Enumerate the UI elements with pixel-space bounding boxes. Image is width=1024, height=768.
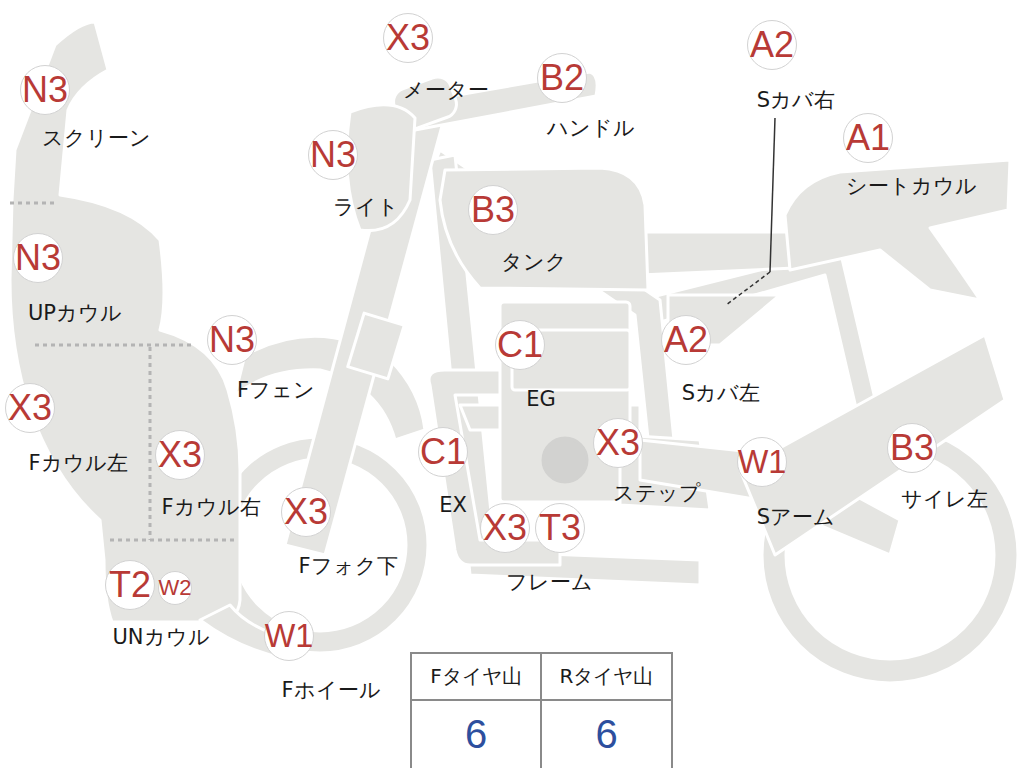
part-label: タンク xyxy=(501,251,567,274)
callout-code: N3 xyxy=(310,137,356,173)
callout-circle: T3フレーム xyxy=(535,503,585,553)
callout-circle: W2 xyxy=(158,571,192,605)
callout-code: X3 xyxy=(596,425,640,461)
callout-code: B3 xyxy=(471,192,515,228)
table-header: Fタイヤ山 xyxy=(412,654,540,699)
callout-circle: X3Fカウル左 xyxy=(5,383,55,433)
callout-code: C1 xyxy=(420,434,466,470)
callout-circle: X3ステップ xyxy=(593,418,643,468)
part-label: ハンドル xyxy=(547,117,635,140)
part-label: Sカバ左 xyxy=(682,382,760,405)
part-label: Sカバ右 xyxy=(757,89,835,112)
callout-code: T3 xyxy=(539,510,581,546)
callout-circle: A1シートカウル xyxy=(843,113,893,163)
callout-code: W2 xyxy=(159,577,192,599)
callout-code: X3 xyxy=(8,390,52,426)
callout-code: B2 xyxy=(540,60,584,96)
callout-circle: W1Fホイール xyxy=(264,611,314,661)
callout-circle: W1Sアーム xyxy=(737,437,787,487)
callout-circle: X3 xyxy=(480,503,530,553)
part-label: スクリーン xyxy=(42,127,151,150)
callout-code: W1 xyxy=(265,620,314,652)
callout-circle: X3メーター xyxy=(383,13,433,63)
part-label: Fフェン xyxy=(237,379,315,402)
callout-circle: C1EX xyxy=(418,427,468,477)
callout-code: T2 xyxy=(109,567,151,603)
callout-circle: A2Sカバ右 xyxy=(747,20,797,70)
callout-circle: A2Sカバ左 xyxy=(661,315,711,365)
callout-circle: N3UPカウル xyxy=(13,233,63,283)
callout-circle: X3Fフォク下 xyxy=(281,487,331,537)
callout-code: N3 xyxy=(22,72,68,108)
callout-circle: N3スクリーン xyxy=(20,65,70,115)
part-label: Sアーム xyxy=(757,506,835,529)
callout-code: C1 xyxy=(497,327,543,363)
callout-circle: N3Fフェン xyxy=(207,315,257,365)
part-label: Fホイール xyxy=(281,679,380,702)
part-label: EX xyxy=(439,494,467,517)
part-label: Fフォク下 xyxy=(298,555,397,578)
callout-code: A1 xyxy=(846,120,890,156)
callout-circle: T2UNカウル xyxy=(105,560,155,610)
part-label: メーター xyxy=(403,79,489,102)
callout-circle: B3タンク xyxy=(468,185,518,235)
callout-code: B3 xyxy=(890,430,934,466)
part-label: EG xyxy=(526,388,556,411)
callout-code: X3 xyxy=(386,20,430,56)
part-label: ステップ xyxy=(613,482,701,505)
part-label: ライト xyxy=(333,196,399,219)
callout-circle: X3Fカウル右 xyxy=(155,430,205,480)
callout-code: W1 xyxy=(738,446,787,478)
callout-code: X3 xyxy=(284,494,328,530)
part-label: UNカウル xyxy=(112,626,209,649)
callout-code: N3 xyxy=(209,322,255,358)
callout-code: X3 xyxy=(483,510,527,546)
callout-code: N3 xyxy=(15,240,61,276)
part-label: Fカウル左 xyxy=(28,452,127,475)
callout-circle: C1EG xyxy=(495,320,545,370)
part-label: Fカウル右 xyxy=(161,496,260,519)
table-value: 6 xyxy=(542,701,671,768)
callout-code: A2 xyxy=(750,27,794,63)
part-label: フレーム xyxy=(506,571,593,594)
table-value: 6 xyxy=(412,701,540,768)
table-header: Rタイヤ山 xyxy=(542,654,671,699)
part-label: シートカウル xyxy=(846,175,977,198)
callout-code: A2 xyxy=(664,322,708,358)
part-label: UPカウル xyxy=(28,302,122,325)
callout-circle: B2ハンドル xyxy=(537,53,587,103)
callout-circle: N3ライト xyxy=(308,130,358,180)
callout-circle: B3サイレ左 xyxy=(887,423,937,473)
part-label: サイレ左 xyxy=(901,488,988,511)
callout-code: X3 xyxy=(158,437,202,473)
